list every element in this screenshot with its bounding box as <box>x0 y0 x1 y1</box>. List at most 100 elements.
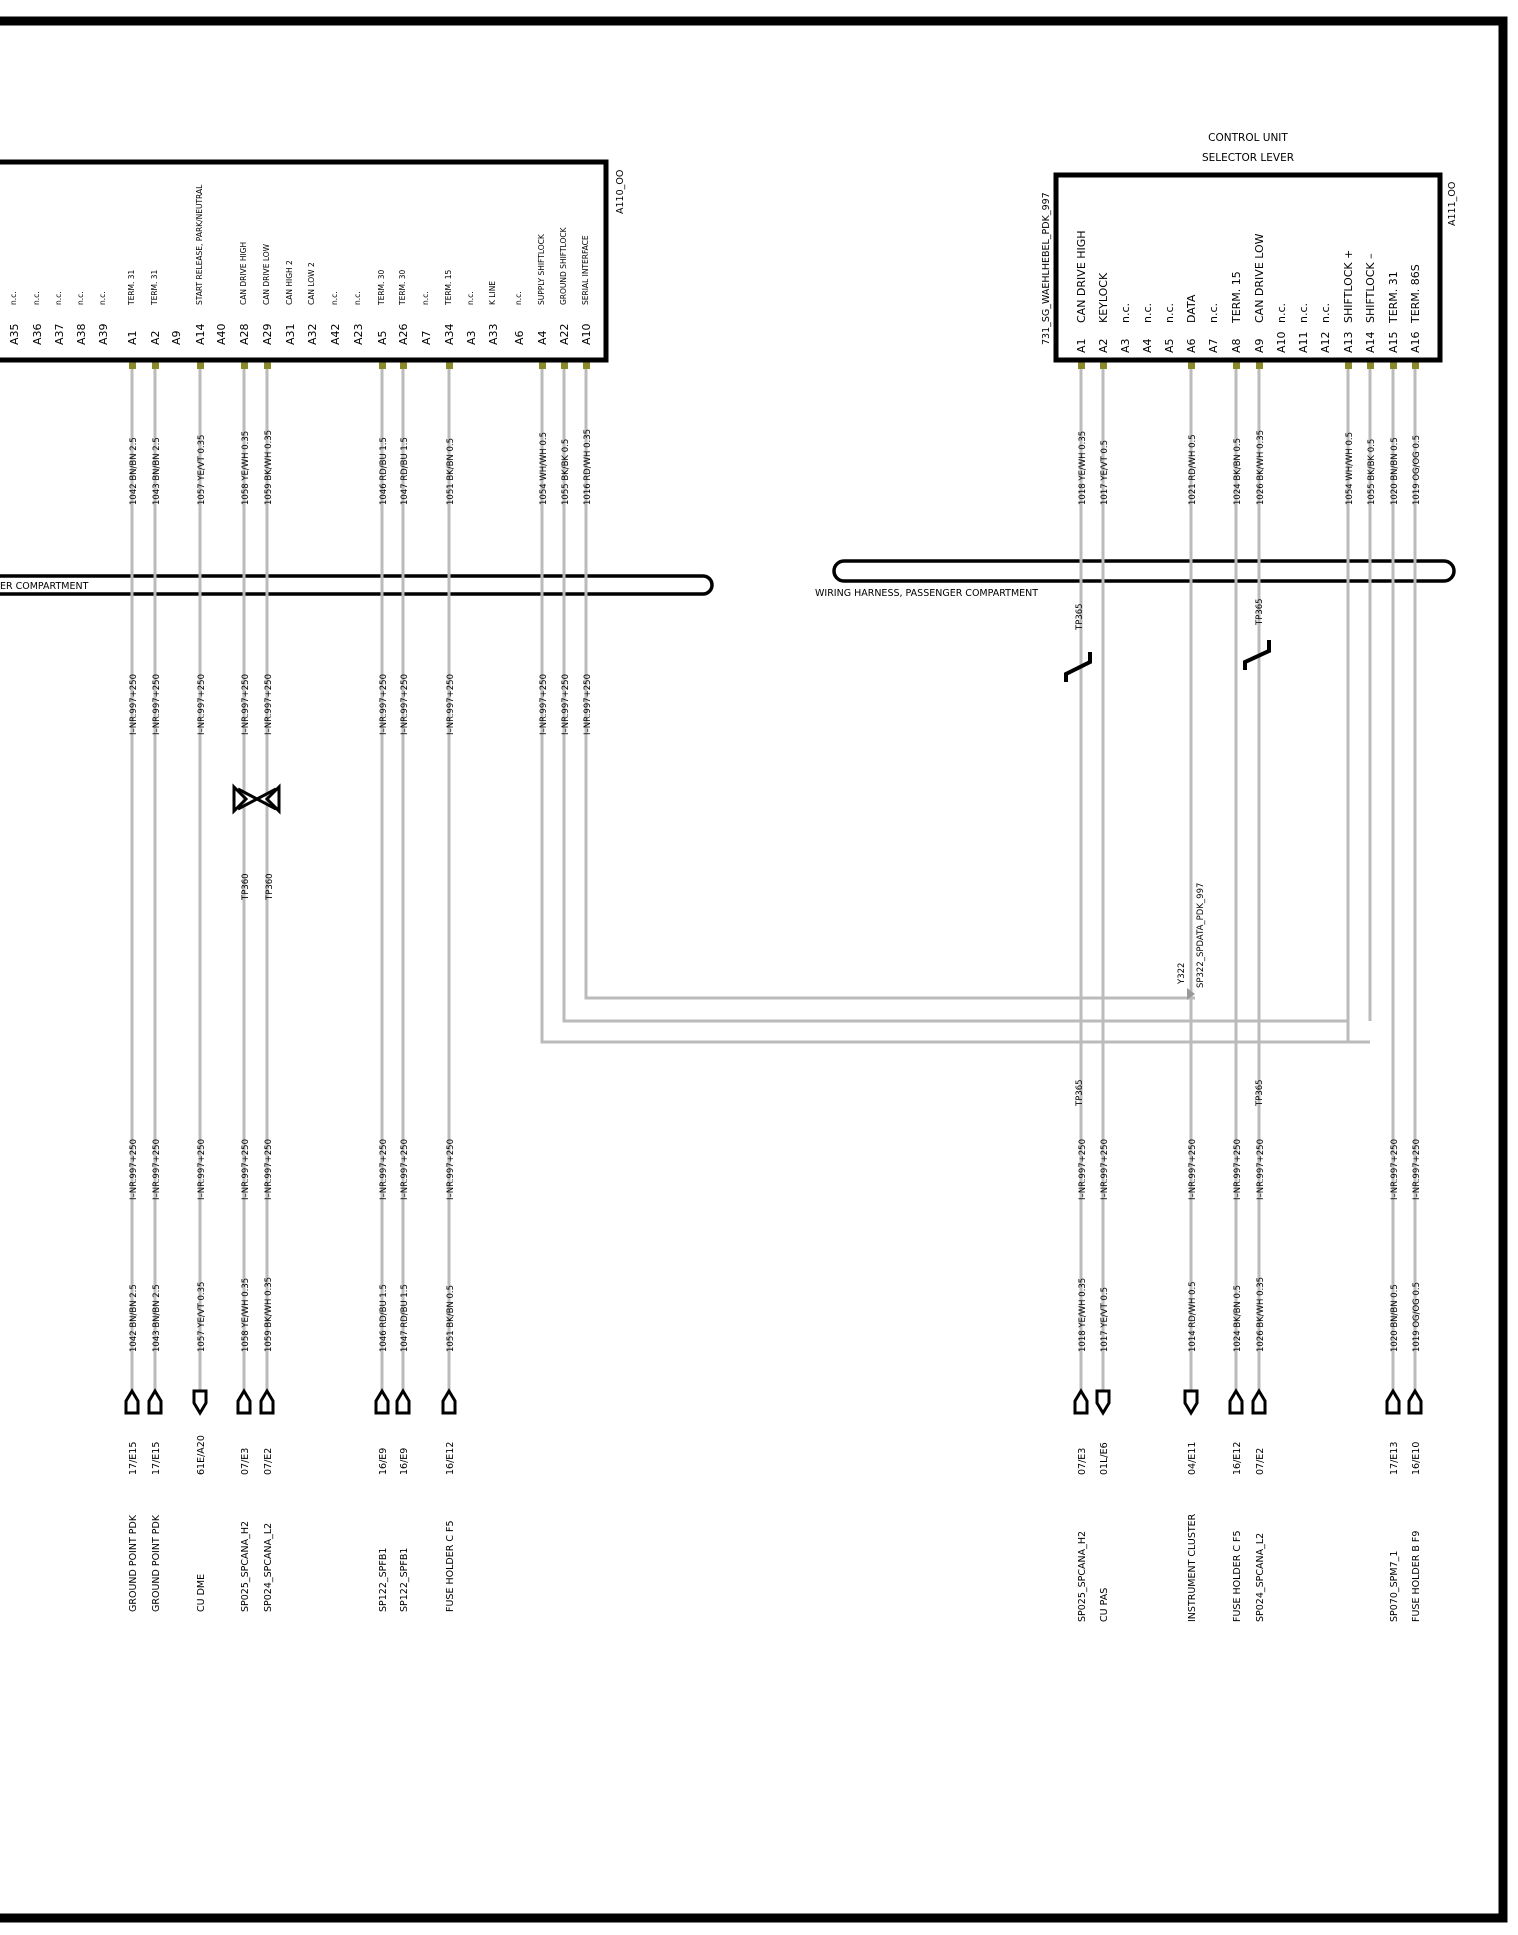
wire-part-number: I–NR.997+250 <box>241 1139 251 1200</box>
a111-pin-terminal <box>1390 360 1397 369</box>
wire-part-number: I–NR.997+250 <box>446 1139 456 1200</box>
a111-title-line1: CONTROL UNIT <box>1208 132 1288 144</box>
wire-top-label: 1016 RD/WH 0.35 <box>583 429 593 505</box>
wire-part-number: I–NR.997+250 <box>1233 1139 1243 1200</box>
a110-pin-terminal <box>446 360 453 369</box>
wire-page-ref: 17/E15 <box>128 1442 139 1475</box>
a110-pin-number: A36 <box>31 323 44 345</box>
wire-top-label: 1051 BK/BN 0.5 <box>446 438 456 505</box>
wire-page-ref: 07/E3 <box>1077 1448 1088 1475</box>
wire-bottom-label: 1024 BK/BN 0.5 <box>1233 1285 1243 1352</box>
terminal-connector-icon <box>1095 1389 1111 1416</box>
wire-bottom-label: 1043 BN/BN 2.5 <box>152 1284 162 1352</box>
a111-pin-number: A2 <box>1097 338 1110 353</box>
wire-page-ref: 07/E3 <box>240 1448 251 1475</box>
a110-pin-function: n.c. <box>353 291 362 305</box>
a110-pin-terminal <box>539 360 546 369</box>
wire-part-number: I–NR.997+250 <box>539 674 549 735</box>
wire-page-ref: 61E/A20 <box>196 1435 207 1475</box>
splice-tp365-c: TP365 <box>1075 1079 1085 1107</box>
a111-pin-function: SHIFTLOCK + <box>1342 250 1355 323</box>
wire-bottom-label: 1018 YE/WH 0.35 <box>1078 1278 1088 1352</box>
y322-label: Y322 <box>1177 963 1187 985</box>
wire-bottom-label: 1057 YE/VT 0.35 <box>197 1282 207 1352</box>
a111-pin-function: n.c. <box>1207 303 1220 323</box>
a110-pin-number: A14 <box>194 323 207 345</box>
a111-title-line2: SELECTOR LEVER <box>1202 152 1294 164</box>
a111-pin-number: A10 <box>1275 331 1288 353</box>
wire-line <box>562 369 1348 1023</box>
wire-destination: GROUND POINT PDK <box>151 1514 162 1612</box>
a111-pin-function: n.c. <box>1163 303 1176 323</box>
a110-pin-function: TERM. 31 <box>150 269 159 306</box>
a110-pin-number: A38 <box>75 323 88 345</box>
a110-pin-number: A5 <box>376 330 389 345</box>
a111-pin-function: n.c. <box>1319 303 1332 323</box>
sp322-label: SP322_SPDATA_PDK_997 <box>1196 883 1206 988</box>
terminal-connector-icon <box>395 1388 411 1415</box>
a110-pin-function: CAN LOW 2 <box>307 262 316 305</box>
harness-band-left <box>0 574 714 596</box>
a111-pin-terminal <box>1345 360 1352 369</box>
a110-pin-number: A23 <box>352 323 365 345</box>
a111-pin-function: TERM. 86S <box>1409 264 1422 324</box>
a111-pin-number: A1 <box>1075 338 1088 353</box>
a111-pin-function: DATA <box>1185 294 1198 323</box>
wire-part-number: I–NR.997+250 <box>400 674 410 735</box>
wire-part-number: I–NR.997+250 <box>379 1139 389 1200</box>
wire-destination: SP025_SPCANA_H2 <box>240 1521 251 1612</box>
wire-page-ref: 16/E12 <box>1232 1442 1243 1475</box>
a110-pin-function: n.c. <box>32 291 41 305</box>
connector-a110-box <box>0 159 609 363</box>
a110-pin-function: n.c. <box>54 291 63 305</box>
a110-pin-function: START RELEASE, PARK/NEUTRAL <box>195 184 204 305</box>
a110-pin-function: n.c. <box>466 291 475 305</box>
shield-break-symbol-2 <box>1243 640 1271 670</box>
a111-pin-number: A15 <box>1387 331 1400 353</box>
a110-pin-function: SERIAL INTERFACE <box>581 235 590 305</box>
wire-part-number: I–NR.997+250 <box>446 674 456 735</box>
wire-destination: SP024_SPCANA_L2 <box>1255 1533 1266 1622</box>
a110-pin-number: A37 <box>53 323 66 345</box>
a111-pin-number: A16 <box>1409 331 1422 353</box>
wire-destination: SP025_SPCANA_H2 <box>1077 1531 1088 1622</box>
a110-pin-terminal <box>583 360 590 369</box>
wire-page-ref: 17/E13 <box>1389 1442 1400 1475</box>
wire-part-number: I–NR.997+250 <box>1100 1139 1110 1200</box>
wire-part-number: I–NR.997+250 <box>1188 1139 1198 1200</box>
shield-break-symbol-1 <box>1064 652 1092 682</box>
a110-pin-terminal <box>152 360 159 369</box>
wire-top-label: 1018 YE/WH 0.35 <box>1078 431 1088 505</box>
a110-pin-number: A42 <box>329 323 342 345</box>
terminal-connector-icon <box>1228 1388 1244 1415</box>
harness-right-label: WIRING HARNESS, PASSENGER COMPARTMENT <box>815 588 1038 599</box>
a110-pin-number: A29 <box>261 323 274 345</box>
wire-bottom-label: 1058 YE/WH 0.35 <box>241 1278 251 1352</box>
wire-top-label: 1058 YE/WH 0.35 <box>241 431 251 505</box>
wire-top-label: 1047 RD/BU 1.5 <box>400 437 410 505</box>
wire-top-label: 1046 RD/BU 1.5 <box>379 437 389 505</box>
a110-ref: A110_OO <box>615 170 626 214</box>
connector-a111-box <box>1053 172 1443 363</box>
wire-page-ref: 16/E9 <box>399 1448 410 1475</box>
a111-pin-function: TERM. 31 <box>1387 271 1400 324</box>
wire-destination: SP024_SPCANA_L2 <box>263 1523 274 1612</box>
terminal-connector-icon <box>259 1388 275 1415</box>
a110-pin-number: A9 <box>170 330 183 345</box>
wire-page-ref: 16/E9 <box>378 1448 389 1475</box>
terminal-connector-icon <box>441 1388 457 1415</box>
a110-pin-function: CAN DRIVE LOW <box>262 243 271 305</box>
splice-tp360-b: TP360 <box>265 873 275 901</box>
a111-pin-terminal <box>1412 360 1419 369</box>
harness-left-label: ER COMPARTMENT <box>0 581 89 592</box>
wire-destination: CU DME <box>196 1574 207 1612</box>
a111-pin-function: n.c. <box>1119 303 1132 323</box>
a111-pin-function: KEYLOCK <box>1097 272 1110 323</box>
terminal-connector-icon <box>124 1388 140 1415</box>
wire-part-number: I–NR.997+250 <box>264 1139 274 1200</box>
a110-pin-terminal <box>241 360 248 369</box>
wire-line <box>584 369 1195 1000</box>
wire-page-ref: 01L/E6 <box>1099 1442 1110 1475</box>
wire-part-number: I–NR.997+250 <box>561 674 571 735</box>
